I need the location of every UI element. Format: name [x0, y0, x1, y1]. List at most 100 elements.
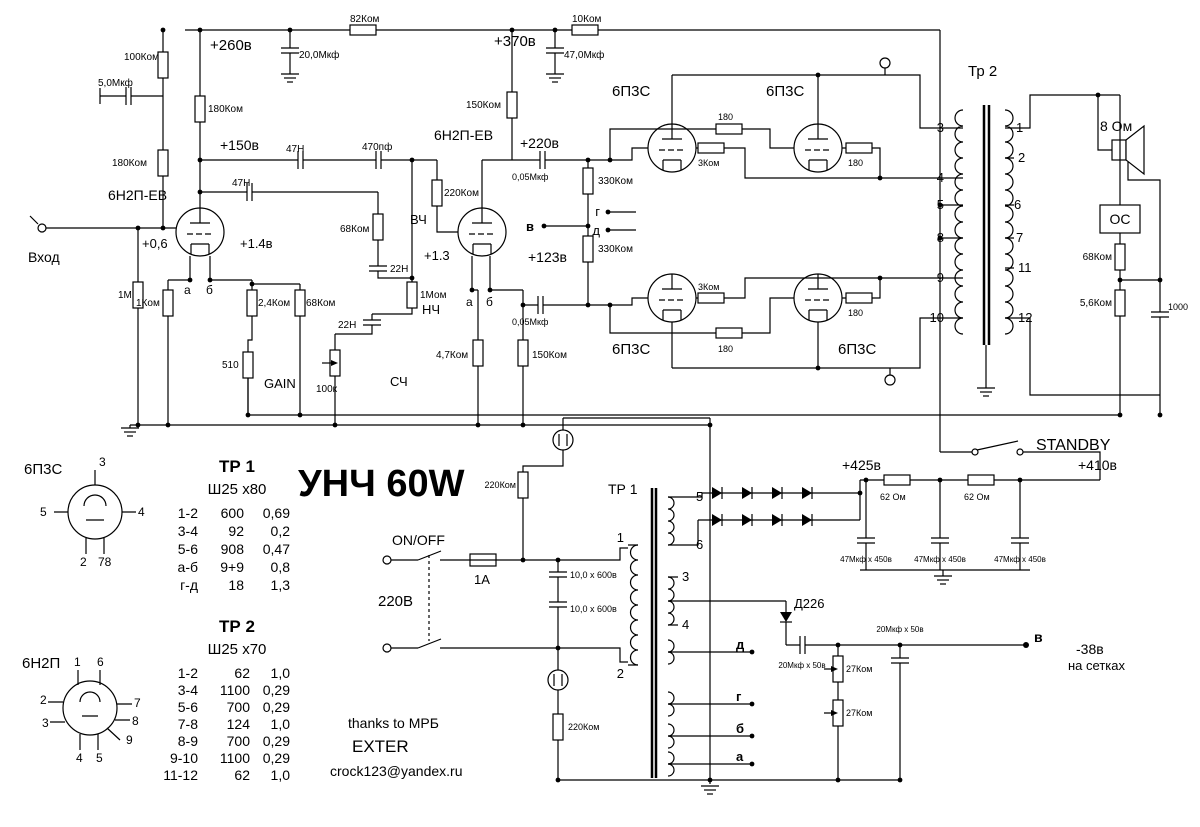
shield-ground-icon	[884, 367, 896, 386]
schematic-label: 10,0 х 600в	[570, 604, 617, 614]
schematic-label: 100Ком	[124, 52, 159, 63]
schematic-label: 5,0Мкф	[98, 77, 133, 89]
table-cell: 700	[227, 699, 251, 715]
schematic-label: 7	[134, 696, 141, 710]
schematic-label: +410в	[1078, 457, 1117, 473]
schematic-label: 150Ком	[466, 100, 501, 111]
schematic-label: в	[526, 219, 534, 234]
indicator-lamp-icon	[552, 429, 574, 451]
title-block: УНЧ 60W thanks to МРБ EXTER crock123@yan…	[298, 463, 465, 779]
schematic-label: а	[736, 749, 744, 764]
power-supply	[382, 418, 904, 795]
schematic-label: 47Мкф х 450в	[914, 555, 966, 564]
schematic-label: 4,7Ком	[436, 350, 468, 361]
table-cell: 0,29	[263, 750, 290, 766]
schematic-label: 330Ком	[598, 176, 633, 187]
table-cell: 0,2	[271, 523, 291, 539]
schematic-label: 4	[937, 170, 944, 185]
schematic-label: 2	[80, 555, 87, 569]
schematic-label: 2	[617, 666, 624, 681]
schematic-label: 3Ком	[698, 282, 719, 292]
schematic-label: 8 Ом	[1100, 118, 1132, 134]
schematic-label: НЧ	[422, 302, 440, 317]
table-cell: 1,0	[271, 665, 291, 681]
schematic-label: 220Ком	[568, 722, 599, 732]
ground-bus	[120, 417, 714, 780]
schematic-label: г	[736, 689, 742, 704]
schematic-label: 78	[98, 555, 112, 569]
schematic-label: +1.3	[424, 248, 450, 263]
table-cell: 700	[227, 733, 251, 749]
schematic-label: 6Н2П-ЕВ	[108, 187, 167, 203]
schematic-label: 47Н	[286, 144, 304, 155]
tube-6p3s-1	[647, 123, 697, 173]
table-cell: 1-2	[178, 665, 198, 681]
schematic-label: 20Мкф х 50в	[778, 661, 825, 670]
schematic-label: 62 Ом	[880, 492, 906, 502]
schematic-label: 3	[682, 569, 689, 584]
schematic-label: +370в	[494, 33, 536, 50]
schematic-label: б	[206, 283, 213, 297]
standby-label: STANDBY	[1036, 437, 1111, 454]
schematic-label: 1Ком	[136, 298, 160, 309]
tr2-table-subtitle: Ш25 х70	[208, 641, 267, 658]
schematic-label: 6	[696, 537, 703, 552]
table-cell: 92	[228, 523, 244, 539]
tube-6p3s-2	[793, 123, 843, 173]
schematic-label: ON/OFF	[392, 532, 445, 548]
table-cell: 9-10	[170, 750, 198, 766]
schematic-label: 3Ком	[698, 158, 719, 168]
schematic-label: 47Н	[232, 178, 250, 189]
schematic-label: 1М	[118, 290, 132, 301]
table-cell: 7-8	[178, 716, 198, 732]
tube-6n2p-2	[457, 207, 507, 257]
schematic-label: 5	[40, 505, 47, 519]
indicator-lamp-icon	[547, 669, 569, 691]
schematic-label: -38в	[1076, 641, 1104, 657]
schematic-label: +1.4в	[240, 236, 273, 251]
schematic-label: 180	[848, 308, 863, 318]
schematic-label: 330Ком	[598, 244, 633, 255]
credit-line: EXTER	[352, 737, 409, 756]
credit-line: thanks to МРБ	[348, 715, 439, 731]
schematic-label: а	[466, 295, 473, 309]
feedback-network	[245, 95, 1170, 418]
diode-d226-icon	[779, 611, 793, 623]
schematic-label: 180Ком	[112, 158, 147, 169]
schematic-label: 6	[1014, 197, 1021, 212]
schematic-label: 2	[1018, 150, 1025, 165]
schematic-label: д	[736, 637, 745, 652]
mains-terminal-icon	[382, 555, 392, 565]
schematic-label: ТР 1	[608, 481, 638, 497]
schematic-label: 2,4Ком	[258, 298, 290, 309]
schematic-label: +220в	[520, 135, 559, 151]
schematic-label: 47Мкф х 450в	[994, 555, 1046, 564]
schematic-label: б	[486, 295, 493, 309]
feedback-box	[1099, 204, 1141, 234]
schematic-label: 5	[96, 751, 103, 765]
schematic-label: 68Ком	[1083, 252, 1113, 263]
schematic-label: 1	[617, 530, 624, 545]
schematic-label: 6П3С	[766, 83, 804, 100]
schematic-label: 22Н	[338, 320, 356, 331]
table-cell: 124	[227, 716, 251, 732]
schematic-label: 1А	[474, 572, 490, 587]
schematic-label: +0,6	[142, 236, 168, 251]
schematic-label: 8	[937, 230, 944, 245]
table-cell: 0,47	[263, 541, 290, 557]
schematic-label: 68Ком	[306, 298, 336, 309]
tube-6p3s-3	[647, 273, 697, 323]
table-cell: 0,8	[271, 559, 291, 575]
schematic-label: 1	[74, 655, 81, 669]
table-cell: 5-6	[178, 541, 198, 557]
table-cell: 3-4	[178, 682, 198, 698]
table-cell: 18	[228, 577, 244, 593]
schematic-label: +150в	[220, 137, 259, 153]
schematic-label: 2	[40, 693, 47, 707]
schematic-label: 12	[1018, 310, 1032, 325]
schematic-label: 27Ком	[846, 664, 872, 674]
tr1-table-subtitle: Ш25 х80	[208, 481, 267, 498]
schematic-label: 6П3С	[24, 461, 62, 478]
